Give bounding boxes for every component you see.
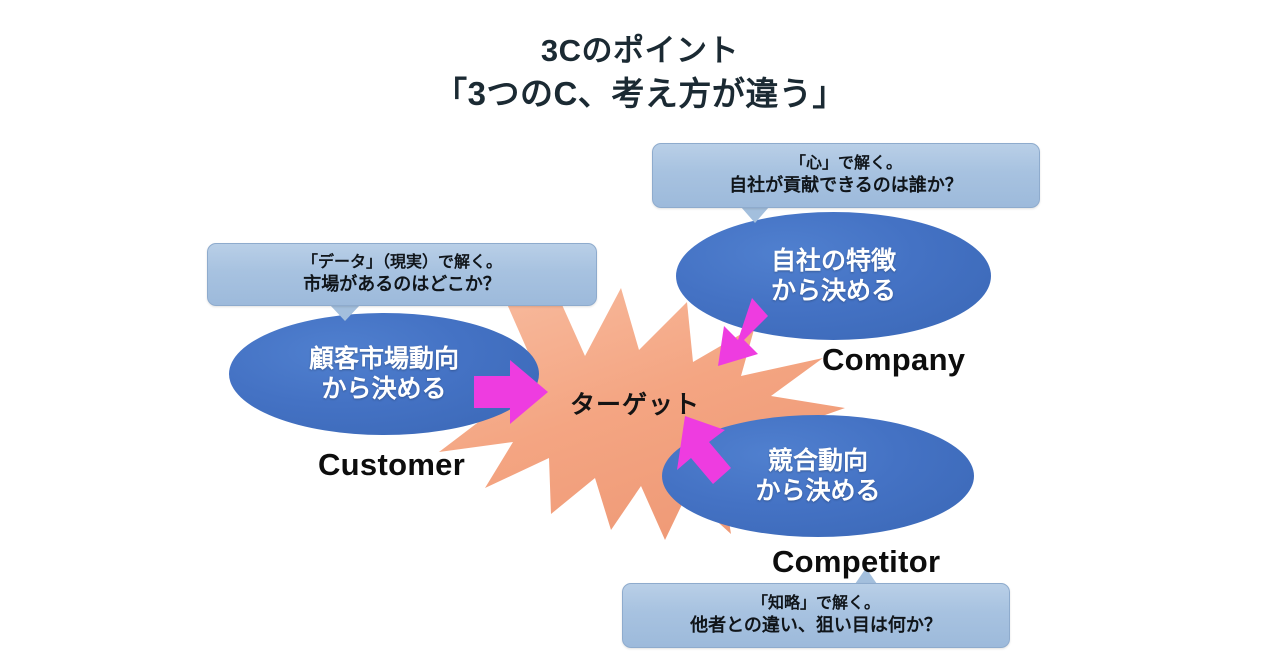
ellipse-customer[interactable]: 顧客市場動向 から決める <box>229 313 539 435</box>
label-competitor: Competitor <box>772 544 941 579</box>
target-label: ターゲット <box>569 391 700 419</box>
ellipse-customer-line2: から決める <box>321 375 447 403</box>
callout-competitor-line1: 「知略」で解く。 <box>751 595 880 613</box>
label-company: Company <box>822 342 966 377</box>
title-line-1: 3Cのポイント <box>540 33 740 68</box>
callout-customer[interactable]: 「データ」（現実）で解く。 市場があるのはどこか？ <box>207 243 597 306</box>
ellipse-competitor-line1: 競合動向 <box>767 446 868 475</box>
label-customer: Customer <box>318 447 466 482</box>
callout-tail-company <box>741 207 769 223</box>
callout-competitor[interactable]: 「知略」で解く。 他者との違い、狙い目は何か？ <box>622 583 1010 648</box>
title-line-2: 「3つのC、考え方が違う」 <box>434 74 846 112</box>
arrow-up-left-icon <box>677 416 731 484</box>
callout-competitor-line2: 他者との違い、狙い目は何か？ <box>690 615 942 636</box>
callout-company-line1: 「心」で解く。 <box>789 155 902 173</box>
arrow-down-left-icon <box>718 298 768 366</box>
callout-tail-competitor <box>855 568 877 584</box>
ellipse-competitor-line2: から決める <box>755 477 881 505</box>
callout-customer-line1: 「データ」（現実）で解く。 <box>301 254 502 272</box>
ellipse-customer-line1: 顧客市場動向 <box>308 344 459 373</box>
page-title: 3Cのポイント 「3つのC、考え方が違う」 <box>0 30 1280 116</box>
arrow-right-icon <box>474 360 548 424</box>
ellipse-company[interactable]: 自社の特徴 から決める <box>676 212 991 340</box>
callout-customer-line2: 市場があるのはどこか？ <box>303 274 501 295</box>
callout-company[interactable]: 「心」で解く。 自社が貢献できるのは誰か？ <box>652 143 1040 208</box>
ellipse-company-line2: から決める <box>770 277 896 305</box>
callout-tail-customer <box>330 305 360 321</box>
ellipse-company-line1: 自社の特徴 <box>770 246 896 275</box>
callout-company-line2: 自社が貢献できるのは誰か？ <box>729 175 963 196</box>
